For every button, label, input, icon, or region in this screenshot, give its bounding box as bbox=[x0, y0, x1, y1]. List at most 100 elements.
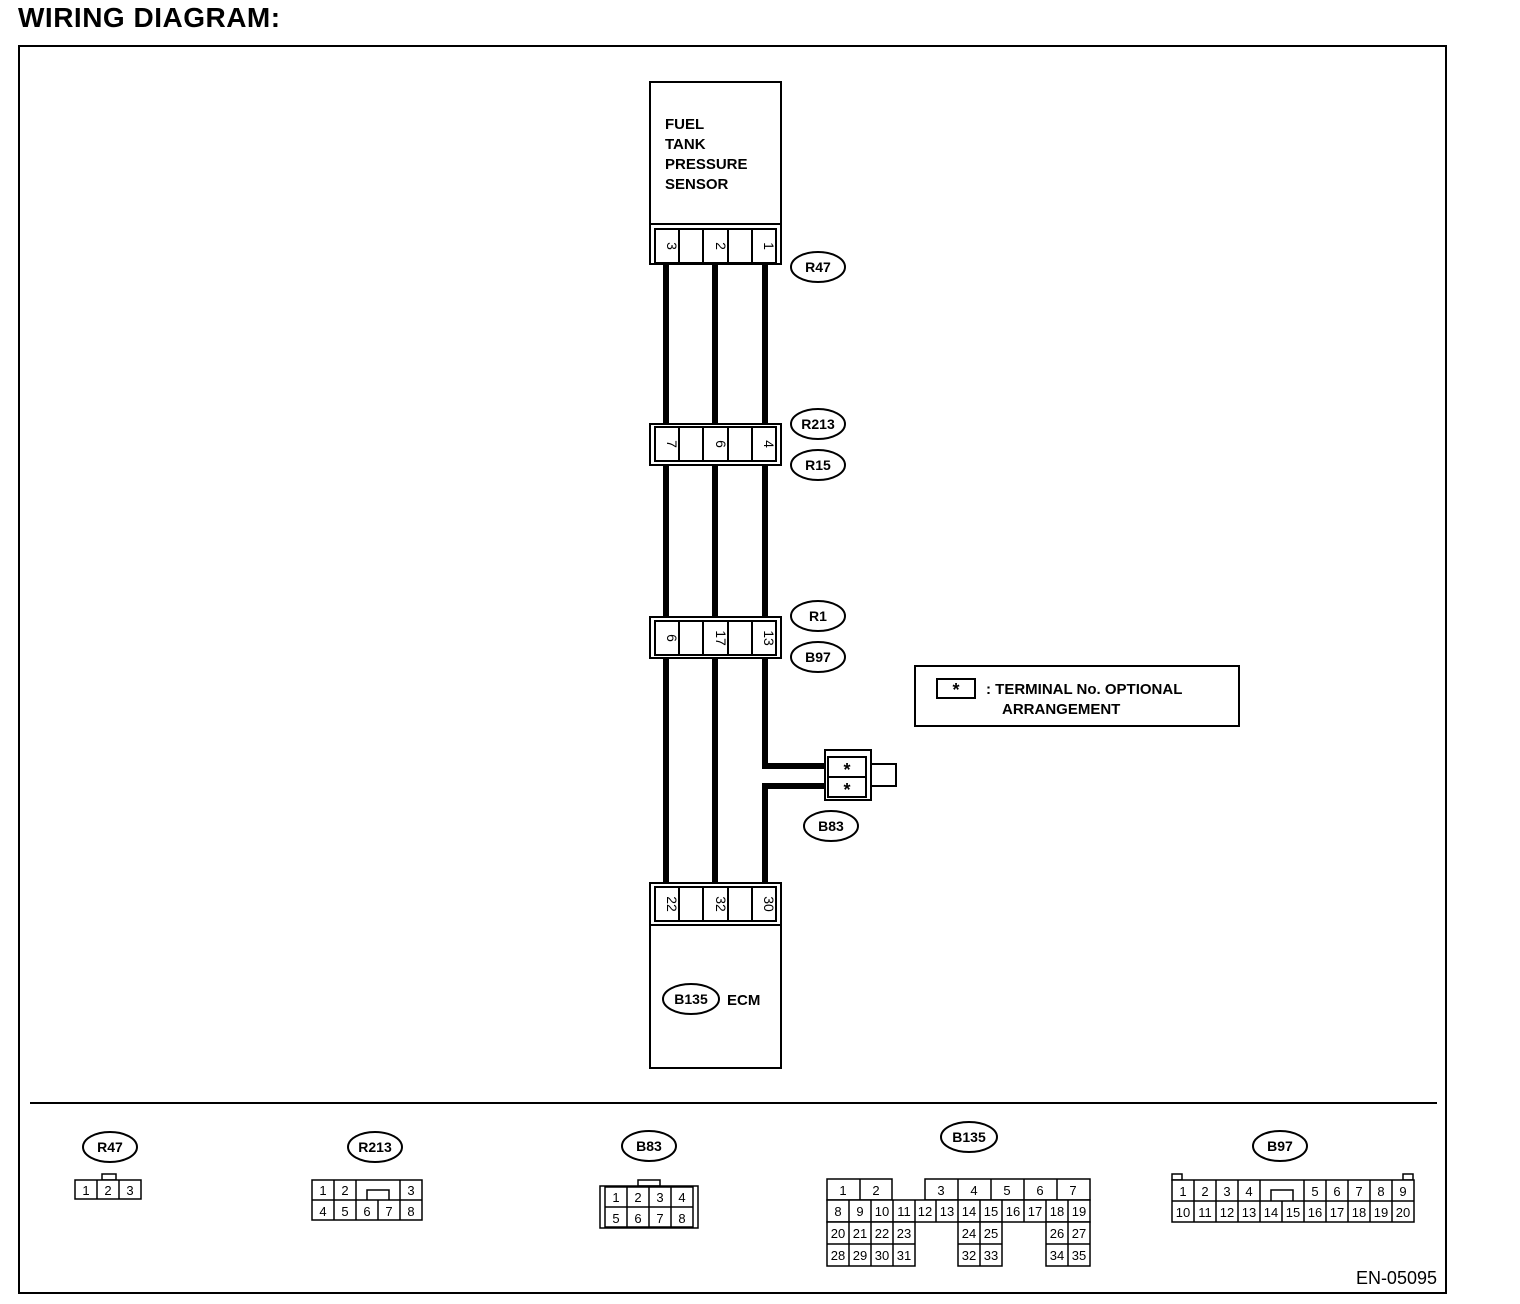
svg-text:34: 34 bbox=[1050, 1248, 1064, 1263]
svg-text:12: 12 bbox=[918, 1204, 932, 1219]
svg-text:3: 3 bbox=[1223, 1184, 1230, 1199]
svg-text:6: 6 bbox=[634, 1211, 641, 1226]
svg-text:31: 31 bbox=[897, 1248, 911, 1263]
svg-text:20: 20 bbox=[831, 1226, 845, 1241]
svg-text:8: 8 bbox=[678, 1211, 685, 1226]
svg-text:33: 33 bbox=[984, 1248, 998, 1263]
svg-text:B135: B135 bbox=[952, 1129, 986, 1145]
svg-text:18: 18 bbox=[1352, 1205, 1366, 1220]
svg-text:15: 15 bbox=[984, 1204, 998, 1219]
badge-r1: R1 bbox=[790, 600, 846, 632]
r47-pin-c: 1 bbox=[761, 242, 777, 250]
svg-text:5: 5 bbox=[341, 1204, 348, 1219]
svg-text:26: 26 bbox=[1050, 1226, 1064, 1241]
svg-text:6: 6 bbox=[1333, 1184, 1340, 1199]
svg-text:7: 7 bbox=[385, 1204, 392, 1219]
r47-pin-a: 3 bbox=[664, 242, 680, 250]
svg-text:6: 6 bbox=[1036, 1183, 1043, 1198]
page-title: WIRING DIAGRAM: bbox=[18, 2, 281, 33]
badge-r47: R47 bbox=[790, 251, 846, 283]
svg-text:10: 10 bbox=[1176, 1205, 1190, 1220]
svg-text:R213: R213 bbox=[358, 1139, 392, 1155]
svg-text:3: 3 bbox=[126, 1183, 133, 1198]
svg-text:1: 1 bbox=[1179, 1184, 1186, 1199]
svg-text:3: 3 bbox=[407, 1183, 414, 1198]
svg-text:29: 29 bbox=[853, 1248, 867, 1263]
svg-text:7: 7 bbox=[1069, 1183, 1076, 1198]
badge-b97: B97 bbox=[790, 641, 846, 673]
r213-pin-a: 7 bbox=[664, 440, 680, 448]
svg-text:9: 9 bbox=[1399, 1184, 1406, 1199]
r1-pin-b: 17 bbox=[713, 630, 729, 646]
svg-text:18: 18 bbox=[1050, 1204, 1064, 1219]
svg-text:4: 4 bbox=[1245, 1184, 1252, 1199]
svg-text:1: 1 bbox=[612, 1190, 619, 1205]
svg-text:35: 35 bbox=[1072, 1248, 1086, 1263]
svg-text:B97: B97 bbox=[805, 649, 831, 665]
legend-box: * : TERMINAL No. OPTIONAL ARRANGEMENT bbox=[914, 665, 1240, 727]
svg-text:30: 30 bbox=[875, 1248, 889, 1263]
svg-text:14: 14 bbox=[962, 1204, 976, 1219]
ecm-box: B135 ECM bbox=[649, 924, 782, 1069]
svg-text:8: 8 bbox=[407, 1204, 414, 1219]
legend-symbol: * bbox=[952, 680, 959, 700]
svg-text:13: 13 bbox=[940, 1204, 954, 1219]
svg-text:5: 5 bbox=[1311, 1184, 1318, 1199]
svg-text:2: 2 bbox=[634, 1190, 641, 1205]
svg-text:1: 1 bbox=[839, 1183, 846, 1198]
svg-text:9: 9 bbox=[856, 1204, 863, 1219]
badge-b83: B83 bbox=[803, 810, 859, 842]
svg-text:5: 5 bbox=[1003, 1183, 1010, 1198]
svg-text:4: 4 bbox=[678, 1190, 685, 1205]
b135-pin-b: 32 bbox=[713, 896, 729, 912]
document-code: EN-05095 bbox=[1356, 1268, 1437, 1288]
svg-text:8: 8 bbox=[1377, 1184, 1384, 1199]
svg-text:17: 17 bbox=[1330, 1205, 1344, 1220]
svg-text:B97: B97 bbox=[1267, 1138, 1293, 1154]
svg-text:16: 16 bbox=[1006, 1204, 1020, 1219]
r213-pin-c: 4 bbox=[761, 440, 777, 448]
svg-text:R47: R47 bbox=[97, 1139, 123, 1155]
svg-text:2: 2 bbox=[872, 1183, 879, 1198]
connector-r47: 3 2 1 bbox=[649, 223, 782, 265]
svg-text:2: 2 bbox=[1201, 1184, 1208, 1199]
svg-text:11: 11 bbox=[897, 1204, 911, 1219]
b135-pin-a: 22 bbox=[664, 896, 680, 912]
svg-text:R15: R15 bbox=[805, 457, 831, 473]
connector-b135: 22 32 30 bbox=[649, 882, 782, 926]
wires bbox=[663, 263, 828, 887]
svg-text:14: 14 bbox=[1264, 1205, 1278, 1220]
b83-pin-a: * bbox=[843, 760, 850, 780]
svg-text:2: 2 bbox=[341, 1183, 348, 1198]
svg-text:27: 27 bbox=[1072, 1226, 1086, 1241]
svg-text:7: 7 bbox=[1355, 1184, 1362, 1199]
connector-b83: * * bbox=[824, 749, 897, 801]
svg-text:12: 12 bbox=[1220, 1205, 1234, 1220]
svg-text:R47: R47 bbox=[805, 259, 831, 275]
svg-text:2: 2 bbox=[104, 1183, 111, 1198]
svg-text:3: 3 bbox=[656, 1190, 663, 1205]
svg-text:1: 1 bbox=[319, 1183, 326, 1198]
svg-text:R1: R1 bbox=[809, 608, 827, 624]
badge-r213: R213 bbox=[790, 408, 846, 440]
b135-pin-c: 30 bbox=[761, 896, 777, 912]
svg-text:4: 4 bbox=[970, 1183, 977, 1198]
legend-line-2: ARRANGEMENT bbox=[1002, 701, 1120, 718]
svg-text:B83: B83 bbox=[818, 818, 844, 834]
svg-text:B83: B83 bbox=[636, 1138, 662, 1154]
r1-pin-a: 6 bbox=[664, 634, 680, 642]
svg-text:3: 3 bbox=[937, 1183, 944, 1198]
svg-text:25: 25 bbox=[984, 1226, 998, 1241]
badge-r15: R15 bbox=[790, 449, 846, 481]
svg-text:7: 7 bbox=[656, 1211, 663, 1226]
sensor-label-line-4: SENSOR bbox=[665, 176, 729, 193]
face-b135: B135 1 2 3 4 5 6 7 8 9 10 11 12 13 14 bbox=[826, 1121, 1091, 1267]
sensor-label-line-1: FUEL bbox=[665, 116, 704, 133]
svg-text:19: 19 bbox=[1374, 1205, 1388, 1220]
fuel-tank-pressure-sensor: FUEL TANK PRESSURE SENSOR bbox=[649, 81, 782, 225]
face-r47: R47 1 2 3 bbox=[74, 1131, 142, 1200]
r1-pin-c: 13 bbox=[761, 630, 777, 646]
connector-r1-b97: 6 17 13 bbox=[649, 616, 782, 659]
diagram-frame bbox=[18, 45, 1447, 1294]
